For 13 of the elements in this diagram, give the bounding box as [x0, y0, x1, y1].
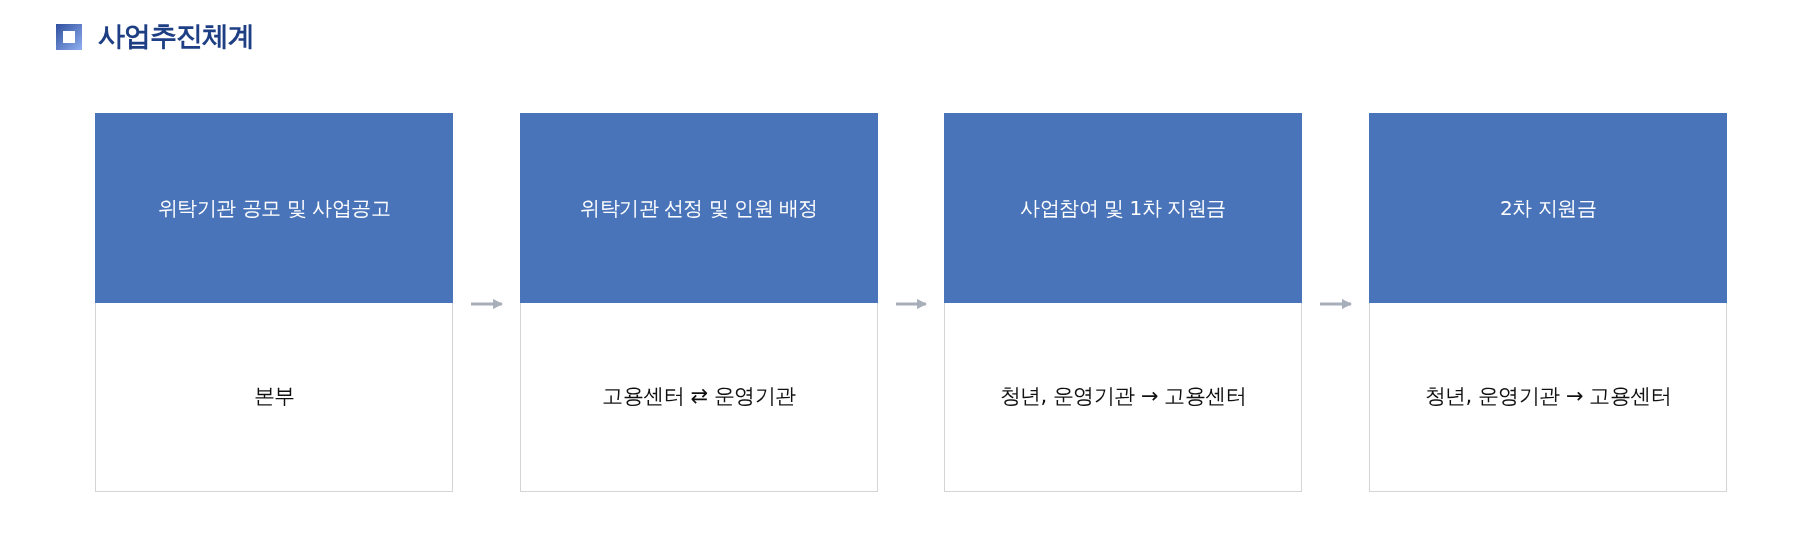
- title: 사업추진체계: [98, 19, 254, 53]
- step-title: 2차 지원금: [1499, 195, 1597, 222]
- step-title: 위탁기관 선정 및 인원 배정: [580, 195, 818, 222]
- step-description: 본부: [253, 382, 295, 410]
- step-card: [944, 113, 1302, 492]
- step-description: 청년, 운영기관 → 고용센터: [1424, 382, 1672, 410]
- step-title: 사업참여 및 1차 지원금: [1020, 195, 1226, 222]
- step-description: 청년, 운영기관 → 고용센터: [999, 382, 1247, 410]
- step-card: [95, 113, 453, 492]
- step-card: [520, 113, 878, 492]
- step-card: [1369, 113, 1727, 492]
- step-description: 고용센터 ⇄ 운영기관: [602, 382, 796, 410]
- step-title: 위탁기관 공모 및 사업공고: [157, 195, 391, 222]
